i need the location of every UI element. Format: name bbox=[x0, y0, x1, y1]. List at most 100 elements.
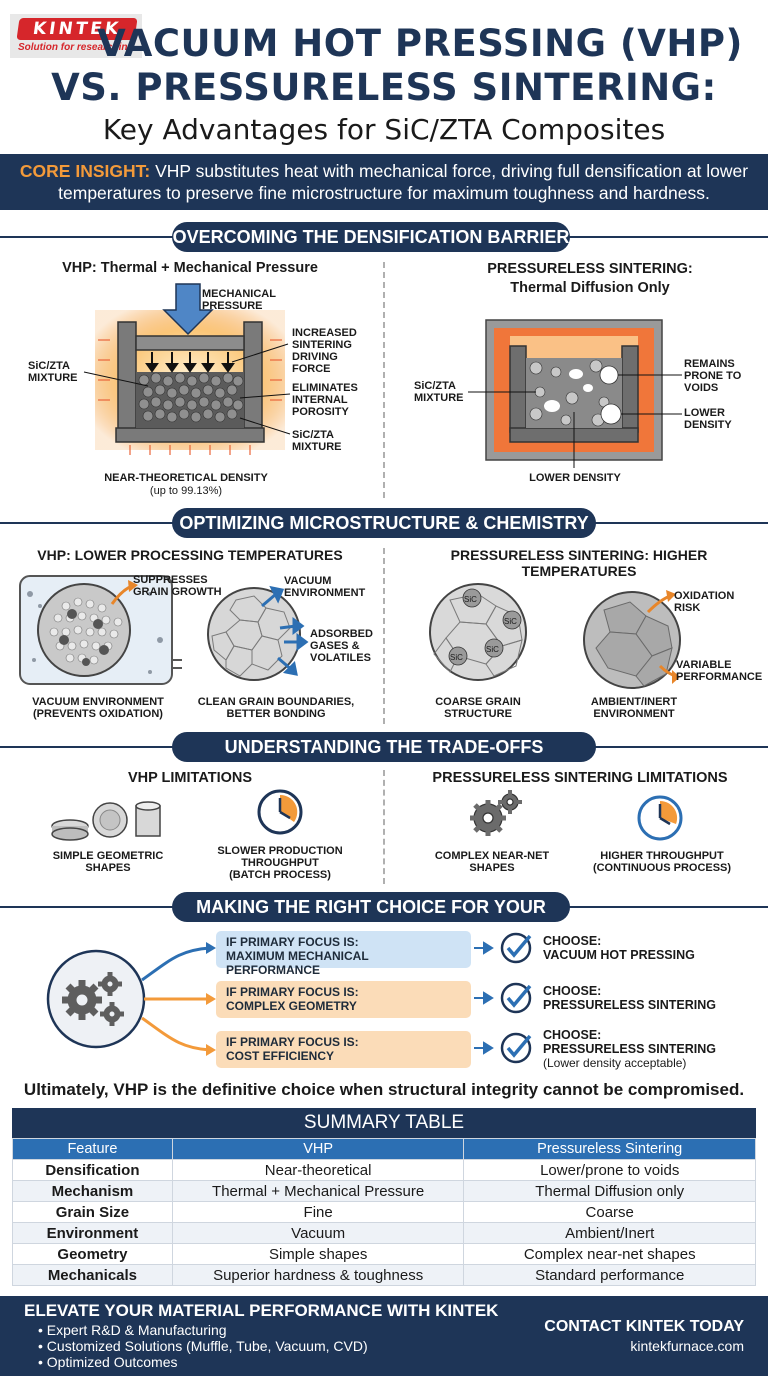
label-mixture-left: SiC/ZTA MIXTURE bbox=[28, 360, 78, 384]
pressureless-heading: PRESSURELESS SINTERING: Thermal Diffusio… bbox=[487, 261, 693, 296]
label-prone-to-voids: REMAINS PRONE TO VOIDS bbox=[684, 358, 742, 394]
gears-icon bbox=[62, 972, 124, 1026]
column-header: Feature bbox=[12, 1138, 173, 1160]
website-link[interactable]: kintekfurnace.com bbox=[630, 1338, 744, 1354]
column-header: VHP bbox=[171, 1138, 465, 1160]
label-mechanical-pressure: MECHANICAL PRESSURE bbox=[202, 288, 276, 312]
table-cell: Coarse bbox=[463, 1201, 756, 1223]
label-simple-shapes: SIMPLE GEOMETRIC SHAPES bbox=[52, 850, 164, 874]
table-cell: Densification bbox=[12, 1159, 173, 1181]
table-cell: Ambient/Inert bbox=[463, 1222, 756, 1244]
table-cell: Geometry bbox=[12, 1243, 173, 1265]
sic-grain-label: SiC bbox=[464, 595, 477, 604]
choice-focus-geometry: IF PRIMARY FOCUS IS: COMPLEX GEOMETRY bbox=[216, 981, 471, 1018]
column-divider bbox=[383, 770, 385, 884]
page-title-line2: VS. PRESSURELESS SINTERING: bbox=[51, 66, 717, 109]
choose-pressureless-cost-text: CHOOSE: PRESSURELESS SINTERING bbox=[543, 1028, 716, 1056]
vhp-press-diagram bbox=[83, 283, 682, 468]
choose-pressureless-geometry: CHOOSE: PRESSURELESS SINTERING bbox=[543, 984, 716, 1012]
label-density-value: (up to 99.13%) bbox=[149, 485, 223, 497]
core-insight-lead: CORE INSIGHT: bbox=[19, 161, 151, 181]
label-suppresses-grain: SUPPRESSES GRAIN GROWTH bbox=[133, 574, 222, 598]
label-lower-density-bottom: LOWER DENSITY bbox=[529, 472, 621, 484]
label-oxidation-risk: OXIDATION RISK bbox=[674, 590, 735, 614]
label-adsorbed-gases: ADSORBED GASES & VOLATILES bbox=[310, 628, 373, 664]
footer-bullets: Expert R&D & Manufacturing Customized So… bbox=[38, 1322, 368, 1370]
header: KINTEK Solution for researching VACUUM H… bbox=[0, 0, 768, 152]
core-insight-text: VHP substitutes heat with mechanical for… bbox=[58, 161, 749, 203]
table-cell: Fine bbox=[171, 1201, 465, 1223]
vhp-heading: VHP: Thermal + Mechanical Pressure bbox=[62, 260, 318, 276]
label-eliminates-porosity: ELIMINATES INTERNAL POROSITY bbox=[292, 382, 358, 418]
tradeoff-icons bbox=[51, 789, 683, 841]
sic-grain-label: SiC bbox=[486, 645, 499, 654]
summary-table: SUMMARY TABLE Feature VHP Pressureless S… bbox=[12, 1108, 756, 1286]
fast-clock-icon bbox=[637, 795, 683, 841]
section-title-densification: OVERCOMING THE DENSIFICATION BARRIER bbox=[172, 222, 570, 252]
label-ambient-inert: AMBIENT/INERT ENVIRONMENT bbox=[590, 696, 678, 720]
decision-flow-diagram bbox=[46, 932, 532, 1064]
label-slower-throughput: SLOWER PRODUCTION THROUGHPUT (BATCH PROC… bbox=[217, 845, 343, 881]
microstructure-diagram bbox=[19, 575, 681, 689]
slow-clock-icon bbox=[257, 789, 303, 835]
vhp-temp-heading: VHP: LOWER PROCESSING TEMPERATURES bbox=[37, 547, 343, 563]
column-header: Pressureless Sintering bbox=[463, 1138, 756, 1160]
label-vacuum-prevents-oxidation: VACUUM ENVIRONMENT (PREVENTS OXIDATION) bbox=[32, 696, 164, 720]
footer: ELEVATE YOUR MATERIAL PERFORMANCE WITH K… bbox=[0, 1296, 768, 1376]
table-cell: Thermal + Mechanical Pressure bbox=[171, 1180, 465, 1202]
conclusion-text: Ultimately, VHP is the definitive choice… bbox=[23, 1080, 745, 1099]
vhp-limitations-heading: VHP LIMITATIONS bbox=[127, 770, 253, 786]
footer-bullet: Expert R&D & Manufacturing bbox=[38, 1322, 368, 1338]
page-title-line1: VACUUM HOT PRESSING (VHP) bbox=[97, 22, 743, 65]
footer-bullet: Optimized Outcomes bbox=[38, 1354, 368, 1370]
pl-temp-heading: PRESSURELESS SINTERING: HIGHER TEMPERATU… bbox=[450, 547, 708, 579]
sic-grain-label: SiC bbox=[504, 617, 517, 626]
choose-note: (Lower density acceptable) bbox=[543, 1056, 687, 1070]
table-cell: Near-theoretical bbox=[171, 1159, 465, 1181]
label-variable-performance: VARIABLE PERFORMANCE bbox=[676, 659, 763, 683]
table-cell: Grain Size bbox=[12, 1201, 173, 1223]
table-cell: Standard performance bbox=[463, 1264, 756, 1286]
choose-vhp: CHOOSE: VACUUM HOT PRESSING bbox=[543, 934, 695, 962]
section-title-tradeoffs: UNDERSTANDING THE TRADE-OFFS bbox=[172, 732, 596, 762]
label-vacuum-environment: VACUUM ENVIRONMENT bbox=[284, 575, 366, 599]
page-subtitle: Key Advantages for SiC/ZTA Composites bbox=[102, 113, 666, 146]
label-driving-force: INCREASED SINTERING DRIVING FORCE bbox=[292, 327, 357, 375]
table-cell: Thermal Diffusion only bbox=[463, 1180, 756, 1202]
complex-gears-icon bbox=[470, 790, 522, 836]
table-header-row: Feature VHP Pressureless Sintering bbox=[12, 1138, 756, 1160]
footer-title: ELEVATE YOUR MATERIAL PERFORMANCE WITH K… bbox=[24, 1301, 499, 1320]
kintek-logo[interactable]: KINTEK Solution for researching bbox=[10, 14, 142, 58]
summary-table-grid: Feature VHP Pressureless Sintering Densi… bbox=[12, 1138, 756, 1286]
table-cell: Mechanism bbox=[12, 1180, 173, 1202]
label-higher-throughput: HIGHER THROUGHPUT (CONTINUOUS PROCESS) bbox=[592, 850, 732, 874]
check-icon bbox=[500, 932, 532, 1064]
label-mixture-right: SiC/ZTA MIXTURE bbox=[292, 429, 342, 453]
table-cell: Complex near-net shapes bbox=[463, 1243, 756, 1265]
section-title-microstructure: OPTIMIZING MICROSTRUCTURE & CHEMISTRY bbox=[172, 508, 596, 538]
label-complex-shapes: COMPLEX NEAR-NET SHAPES bbox=[434, 850, 550, 874]
pl-limitations-heading: PRESSURELESS SINTERING LIMITATIONS bbox=[432, 770, 728, 786]
label-clean-grain-boundaries: CLEAN GRAIN BOUNDARIES, BETTER BONDING bbox=[197, 696, 355, 720]
table-cell: Superior hardness & toughness bbox=[171, 1264, 465, 1286]
label-lower-density-right: LOWER DENSITY bbox=[684, 407, 732, 431]
simple-shapes-icon bbox=[51, 801, 161, 841]
column-divider bbox=[383, 262, 385, 498]
logo-tagline: Solution for researching bbox=[18, 42, 134, 53]
sic-grain-label: SiC bbox=[450, 653, 463, 662]
summary-table-title: SUMMARY TABLE bbox=[12, 1108, 756, 1138]
choice-focus-cost: IF PRIMARY FOCUS IS: COST EFFICIENCY bbox=[216, 1031, 471, 1068]
contact-cta[interactable]: CONTACT KINTEK TODAY bbox=[544, 1318, 744, 1335]
column-divider bbox=[383, 548, 385, 724]
choice-focus-performance: IF PRIMARY FOCUS IS: MAXIMUM MECHANICAL … bbox=[216, 931, 471, 977]
label-near-theoretical-density: NEAR-THEORETICAL DENSITY bbox=[104, 472, 268, 484]
label-pl-mixture: SiC/ZTA MIXTURE bbox=[414, 380, 464, 404]
label-coarse-grain: COARSE GRAIN STRUCTURE bbox=[435, 696, 521, 720]
table-cell: Lower/prone to voids bbox=[463, 1159, 756, 1181]
core-insight-banner: CORE INSIGHT: VHP substitutes heat with … bbox=[0, 154, 768, 210]
